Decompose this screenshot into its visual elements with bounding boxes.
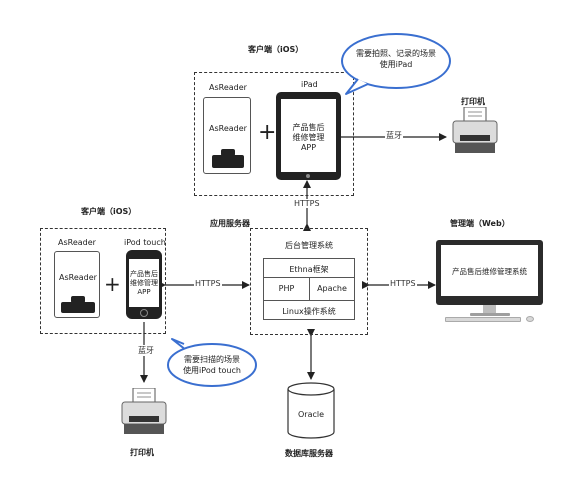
ios-client-left-group xyxy=(40,228,166,334)
speech-bubble-top-text: 需要拍照、记录的场景 使用iPad xyxy=(356,49,436,69)
mouse-icon xyxy=(526,316,534,322)
bluetooth-label-top: 蓝牙 xyxy=(385,130,403,141)
ipad-app-text: 产品售后 维修管理 APP xyxy=(292,123,325,152)
asreader-top-device: AsReader xyxy=(203,97,251,174)
stack-divider-vertical xyxy=(309,278,310,300)
monitor-stand xyxy=(483,305,496,314)
monitor-screen-text: 产品售后维修管理系统 xyxy=(452,267,527,276)
https-label-top: HTTPS xyxy=(293,199,321,208)
https-label-left: HTTPS xyxy=(194,279,222,288)
printer-bottom-icon xyxy=(121,388,167,434)
apache-label: Apache xyxy=(317,284,347,293)
ios-client-top-title: 客户端（iOS） xyxy=(248,45,304,54)
ipad-label: iPad xyxy=(301,80,318,89)
ipod-device: 产品售后 维修管理 APP xyxy=(126,250,162,319)
bluetooth-label-bottom: 蓝牙 xyxy=(137,345,155,356)
keyboard-icon xyxy=(445,317,521,322)
printer-top-icon xyxy=(452,107,498,153)
asreader-left-label: AsReader xyxy=(58,238,96,247)
app-server-title: 应用服务器 xyxy=(210,219,250,228)
app-server-stack: Ethna框架 PHP Apache Linux操作系统 xyxy=(263,258,355,320)
ipad-device: 产品售后 维修管理 APP xyxy=(276,92,341,180)
php-label: PHP xyxy=(278,284,295,293)
stack-divider-2 xyxy=(264,300,354,301)
ipad-screen: 产品售后 维修管理 APP xyxy=(281,99,336,172)
admin-web-title: 管理端（Web） xyxy=(450,219,510,228)
ipod-home-button xyxy=(140,309,148,317)
oracle-label: Oracle xyxy=(297,410,325,419)
plus-sign-top: + xyxy=(258,120,277,145)
ipad-home-button xyxy=(306,174,310,178)
db-server-title: 数据库服务器 xyxy=(285,449,333,458)
os-label: Linux操作系统 xyxy=(282,307,336,316)
printer-bottom-label: 打印机 xyxy=(130,448,154,457)
app-server-group xyxy=(250,228,368,335)
asreader-left-icon xyxy=(61,296,95,313)
plus-sign-left: + xyxy=(104,272,121,296)
asreader-left-device-label: AsReader xyxy=(59,273,97,282)
speech-bubble-bottom-text: 需要扫描的场景 使用iPod touch xyxy=(183,355,241,375)
monitor-base xyxy=(470,313,510,316)
stack-divider-1 xyxy=(264,277,354,278)
asreader-top-icon xyxy=(212,149,244,168)
https-label-right: HTTPS xyxy=(389,279,417,288)
ios-client-left-title: 客户端（iOS） xyxy=(81,207,137,216)
asreader-left-device: AsReader xyxy=(54,251,100,318)
ipod-screen: 产品售后 维修管理 APP xyxy=(129,259,159,307)
printer-top-label: 打印机 xyxy=(461,97,485,106)
speech-bubble-top-shape xyxy=(341,33,451,95)
monitor-frame: 产品售后维修管理系统 xyxy=(436,240,543,305)
ipod-label: iPod touch xyxy=(124,238,166,247)
monitor-screen: 产品售后维修管理系统 xyxy=(441,245,538,296)
app-server-system-label: 后台管理系统 xyxy=(285,241,333,250)
ipod-app-text: 产品售后 维修管理 APP xyxy=(130,270,158,296)
ios-client-top-group xyxy=(194,72,354,196)
database-cylinder-icon xyxy=(287,382,335,439)
asreader-top-label: AsReader xyxy=(209,83,247,92)
speech-bubble-bottom-shape xyxy=(167,338,257,387)
asreader-top-device-label: AsReader xyxy=(209,124,247,133)
framework-label: Ethna框架 xyxy=(289,265,329,274)
